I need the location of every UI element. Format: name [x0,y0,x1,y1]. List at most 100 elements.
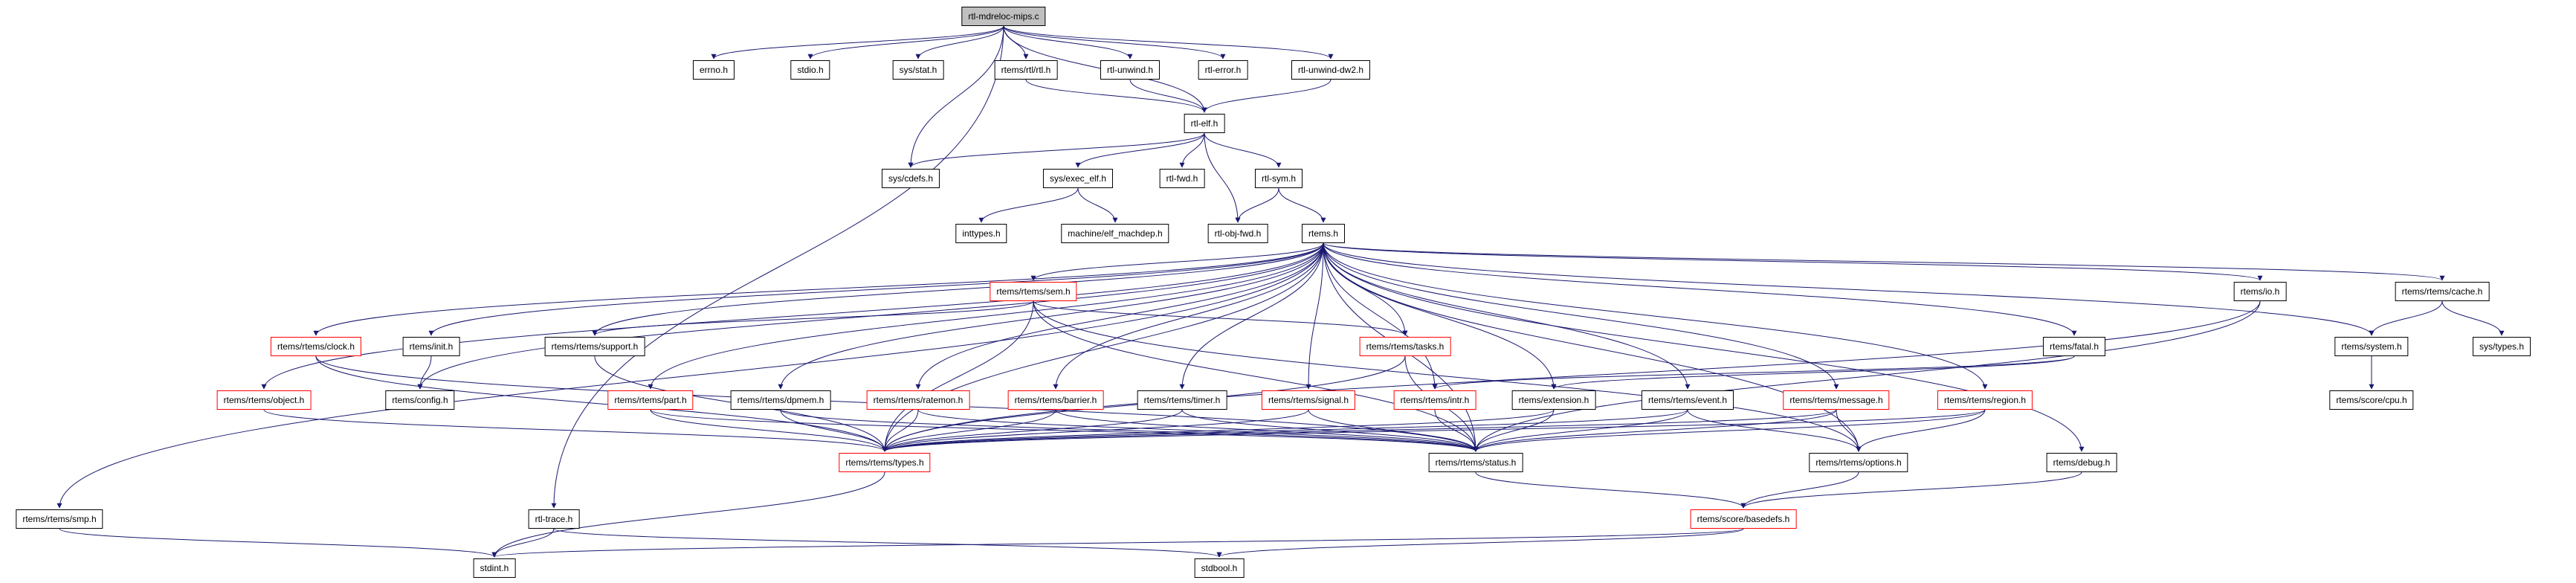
header-node-cache[interactable]: rtems/rtems/cache.h [2395,282,2490,301]
include-edge-event-status [1473,409,1688,452]
header-node-timer[interactable]: rtems/rtems/timer.h [1137,390,1227,410]
include-edge-sem-support [592,300,1034,336]
include-edge-main-rtlerror [1003,25,1226,59]
header-node-config[interactable]: rtems/config.h [385,390,455,410]
include-edge-rtems-smp [57,242,1324,509]
header-node-options[interactable]: rtems/rtems/options.h [1809,453,1908,472]
header-node-dpmem[interactable]: rtems/rtems/dpmem.h [730,390,831,410]
include-edge-rtlelf-rtlfwd [1179,132,1205,168]
include-edge-region-types [882,409,1986,452]
include-edge-rtlsym-rtlobjfwd [1235,187,1279,223]
include-edge-region-status [1473,409,1986,452]
header-node-system[interactable]: rtems/system.h [2334,337,2409,356]
include-edge-event-types [882,409,1688,452]
header-node-object[interactable]: rtems/rtems/object.h [216,390,311,410]
include-edge-rtems-object [261,242,1324,390]
include-edge-timer-status [1181,409,1479,452]
include-edge-io-types [882,300,2261,452]
header-node-ratemon[interactable]: rtems/rtems/ratemon.h [866,390,970,410]
include-edge-sem-types [882,300,1034,452]
include-edge-rtlelf-sysexecelf [1075,132,1205,168]
header-node-clock[interactable]: rtems/rtems/clock.h [270,337,362,356]
include-edge-rtlsym-rtems [1278,187,1326,223]
header-node-signal[interactable]: rtems/rtems/signal.h [1261,390,1356,410]
include-edge-main-rtlunwind [1003,25,1133,59]
header-node-machelf: machine/elf_machdep.h [1061,224,1169,243]
header-node-sysexecelf: sys/exec_elf.h [1042,169,1114,188]
header-node-basedefs[interactable]: rtems/score/basedefs.h [1690,509,1797,529]
header-node-rtlelf[interactable]: rtl-elf.h [1184,114,1225,133]
include-edge-rtems-io [1323,242,2263,281]
header-node-sem[interactable]: rtems/rtems/sem.h [990,282,1077,301]
include-edge-rtems-part [648,242,1324,390]
include-edge-sem-status [1033,300,1479,452]
header-node-smp[interactable]: rtems/rtems/smp.h [16,509,103,529]
include-edge-message-options [1836,409,1862,452]
header-node-rtltrace[interactable]: rtl-trace.h [528,509,580,529]
include-edge-rtlunwind-rtlelf [1129,79,1207,113]
header-node-types[interactable]: rtems/rtems/types.h [839,453,931,472]
header-node-rtlrtl[interactable]: rtems/rtl/rtl.h [994,60,1058,80]
include-edge-region-options [1856,409,1986,452]
header-node-debug[interactable]: rtems/debug.h [2046,453,2117,472]
header-node-region[interactable]: rtems/rtems/region.h [1937,390,2033,410]
include-edge-rtems-init [428,242,1324,336]
include-edge-rtems-fatal [1323,242,2077,336]
include-edge-rtems-support [592,242,1324,336]
include-edge-rtems-system [1323,242,2375,336]
header-node-status[interactable]: rtems/rtems/status.h [1428,453,1523,472]
include-edge-status-basedefs [1475,471,1746,509]
header-node-cpu[interactable]: rtems/score/cpu.h [2329,390,2414,410]
include-edge-basedefs-stdint [492,528,1744,558]
header-node-rtlerror[interactable]: rtl-error.h [1198,60,1248,80]
header-node-io[interactable]: rtems/io.h [2233,282,2287,301]
include-edge-barrier-types [882,409,1056,452]
header-node-inttypes: inttypes.h [955,224,1007,243]
header-node-support[interactable]: rtems/rtems/support.h [544,337,645,356]
header-node-rtlfwd[interactable]: rtl-fwd.h [1159,169,1205,188]
include-edge-part-status [650,409,1479,452]
include-edge-rtlelf-rtlsym [1204,132,1282,168]
header-node-event[interactable]: rtems/rtems/event.h [1641,390,1734,410]
include-edge-sysexecelf-inttypes [978,187,1079,223]
include-edge-debug-basedefs [1740,471,2082,509]
header-node-rtlunwinddw2[interactable]: rtl-unwind-dw2.h [1291,60,1371,80]
include-edge-cache-system [2369,300,2443,336]
header-node-sysstat: sys/stat.h [892,60,944,80]
include-edge-types-stdint [491,471,885,558]
header-node-fatal[interactable]: rtems/fatal.h [2042,337,2106,356]
include-edge-rtems-barrier [1053,242,1324,390]
header-node-rtlsym[interactable]: rtl-sym.h [1255,169,1302,188]
header-node-part[interactable]: rtems/rtems/part.h [607,390,694,410]
include-edge-rtems-ratemon [915,242,1324,390]
header-node-stdint: stdint.h [473,558,516,578]
include-edge-rtems-signal [1305,242,1324,390]
include-edge-sysexecelf-machelf [1077,187,1118,223]
header-node-tasks[interactable]: rtems/rtems/tasks.h [1359,337,1451,356]
include-edge-rtlrtl-rtlelf [1025,79,1207,113]
header-node-intr[interactable]: rtems/rtems/intr.h [1393,390,1476,410]
include-edge-init-config [417,355,432,390]
header-node-stdio: stdio.h [790,60,830,80]
include-edge-basedefs-stdbool [1216,528,1744,558]
header-node-rtlobjfwd[interactable]: rtl-obj-fwd.h [1207,224,1268,243]
include-edge-main-rtlunwinddw2 [1003,25,1334,59]
include-edge-barrier-status [1055,409,1479,452]
header-node-barrier[interactable]: rtems/rtems/barrier.h [1007,390,1104,410]
include-edge-rtlunwinddw2-rtlelf [1201,79,1331,113]
include-edge-sem-tasks [1033,300,1408,336]
include-edge-io-status [1473,300,2261,452]
header-node-init[interactable]: rtems/init.h [402,337,460,356]
header-node-rtems[interactable]: rtems.h [1301,224,1346,243]
header-node-rtlunwind[interactable]: rtl-unwind.h [1100,60,1161,80]
header-node-message[interactable]: rtems/rtems/message.h [1783,390,1890,410]
include-edge-rtems-region [1323,242,1988,390]
include-edge-event-options [1687,409,1862,452]
include-edge-message-status [1473,409,1837,452]
include-edge-rtems-timer [1179,242,1324,390]
header-node-extension[interactable]: rtems/extension.h [1511,390,1596,410]
include-edge-rtems-sem [1030,242,1324,281]
include-edge-rtems-clock [313,242,1324,336]
